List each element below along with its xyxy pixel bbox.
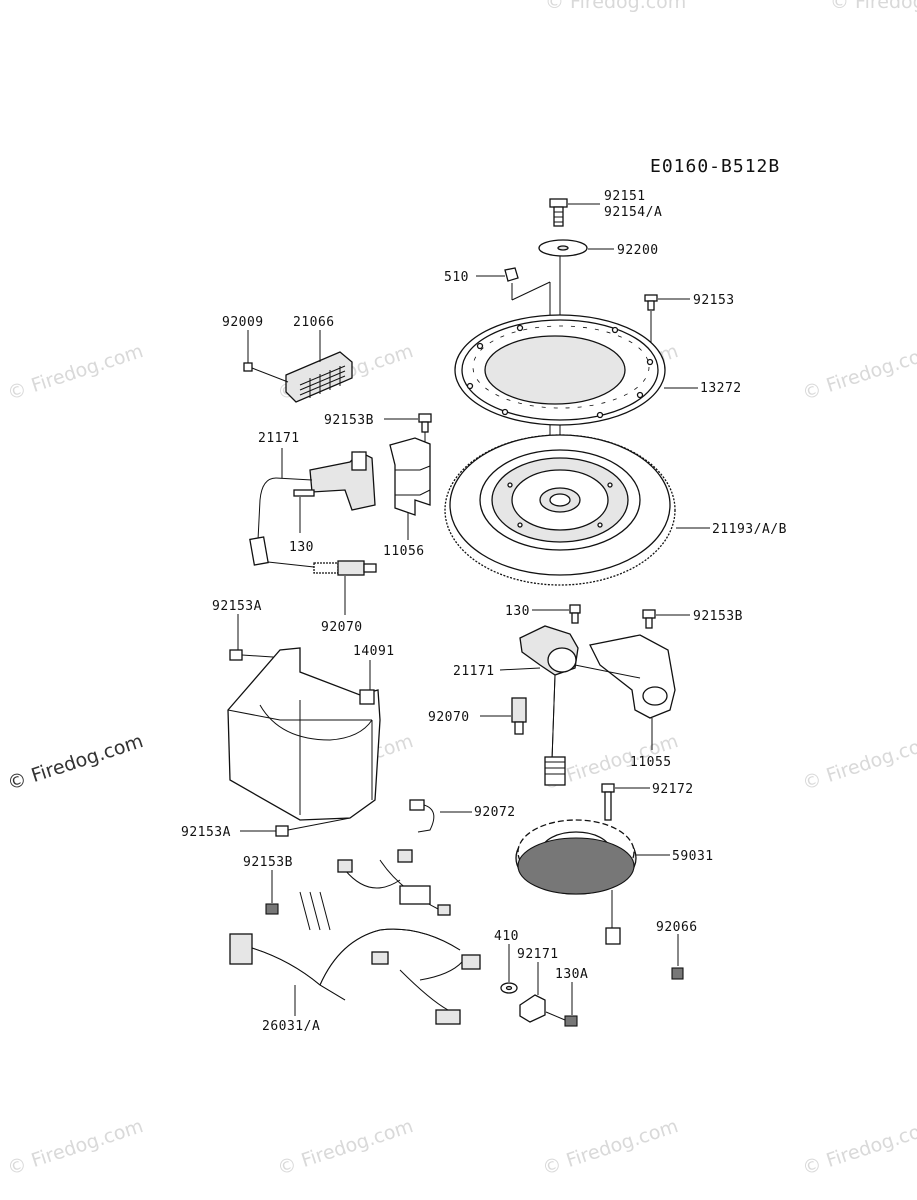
bolt-92151[interactable]: [549, 198, 568, 227]
spark-plug-92070[interactable]: [511, 697, 527, 735]
screw-92153B[interactable]: [265, 903, 279, 915]
bracket-11056[interactable]: [389, 437, 431, 516]
stator-59031[interactable]: [515, 819, 637, 945]
plate-13272[interactable]: [454, 314, 666, 426]
leader-line: [511, 281, 551, 301]
part-label[interactable]: 92153: [693, 293, 735, 308]
screw-92153B[interactable]: [642, 609, 656, 629]
watermark: © Firedog.com: [800, 1115, 917, 1180]
part-label[interactable]: 130: [289, 540, 314, 555]
part-label[interactable]: 21193/A/B: [712, 522, 787, 537]
diagram-code: E0160-B512B: [650, 156, 780, 177]
part-label[interactable]: 92066: [656, 920, 698, 935]
screw-130A[interactable]: [545, 1011, 578, 1027]
watermark: © Firedog.com: [545, 0, 686, 13]
watermark: © Firedog.com: [800, 340, 917, 405]
part-label[interactable]: 21066: [293, 315, 335, 330]
part-label[interactable]: 410: [494, 929, 519, 944]
part-label[interactable]: 92153B: [243, 855, 293, 870]
part-label[interactable]: 92153B: [693, 609, 743, 624]
part-label[interactable]: 13272: [700, 381, 742, 396]
part-label[interactable]: 510: [444, 270, 469, 285]
watermark-symbol: ©: [545, 0, 564, 13]
screw-92153B[interactable]: [418, 413, 432, 433]
washer-410[interactable]: [500, 982, 518, 994]
part-label[interactable]: 92154/A: [604, 205, 662, 220]
flywheel-21193[interactable]: [444, 434, 676, 586]
screw-92153[interactable]: [644, 294, 658, 311]
watermark: © Firedog.com: [5, 730, 146, 795]
cover-14091[interactable]: [227, 647, 381, 821]
part-label[interactable]: 92070: [428, 710, 470, 725]
bracket-11055[interactable]: [574, 634, 676, 719]
screw-130[interactable]: [569, 604, 581, 624]
screw-92009[interactable]: [243, 362, 289, 383]
part-label[interactable]: 92153B: [324, 413, 374, 428]
wiring-harness-26031[interactable]: [229, 849, 481, 1025]
screw-92153A[interactable]: [275, 817, 351, 837]
key-510[interactable]: [504, 267, 519, 282]
part-label[interactable]: 130: [505, 604, 530, 619]
part-label[interactable]: 11056: [383, 544, 425, 559]
watermark: © Firedog.com: [5, 340, 146, 405]
watermark: © Firedog.com: [830, 0, 917, 13]
ignition-coil-21171[interactable]: [249, 451, 376, 566]
leader-line: [499, 667, 541, 671]
part-label[interactable]: 21171: [453, 664, 495, 679]
ignition-coil-21171[interactable]: [519, 625, 579, 786]
part-label[interactable]: 92171: [517, 947, 559, 962]
regulator-21066[interactable]: [285, 351, 353, 403]
watermark: © Firedog.com: [800, 730, 917, 795]
washer-92200[interactable]: [538, 239, 588, 257]
part-label[interactable]: 26031/A: [262, 1019, 320, 1034]
part-label[interactable]: 92153A: [181, 825, 231, 840]
wire-92072[interactable]: [409, 799, 435, 833]
part-label[interactable]: 11055: [630, 755, 672, 770]
part-label[interactable]: 92070: [321, 620, 363, 635]
part-label[interactable]: 92172: [652, 782, 694, 797]
nut-92066[interactable]: [671, 967, 684, 980]
part-label[interactable]: 130A: [555, 967, 588, 982]
part-label[interactable]: 92072: [474, 805, 516, 820]
part-label[interactable]: 92153A: [212, 599, 262, 614]
part-label[interactable]: 14091: [353, 644, 395, 659]
part-label[interactable]: 21171: [258, 431, 300, 446]
clamp-92171[interactable]: [519, 994, 546, 1023]
watermark: © Firedog.com: [275, 1115, 416, 1180]
part-label[interactable]: 92009: [222, 315, 264, 330]
spark-plug-92070[interactable]: [267, 560, 377, 576]
part-label[interactable]: 59031: [672, 849, 714, 864]
part-label[interactable]: 92151: [604, 189, 646, 204]
screw-92172[interactable]: [601, 783, 615, 821]
watermark: © Firedog.com: [540, 1115, 681, 1180]
part-label[interactable]: 92200: [617, 243, 659, 258]
watermark: © Firedog.com: [5, 1115, 146, 1180]
